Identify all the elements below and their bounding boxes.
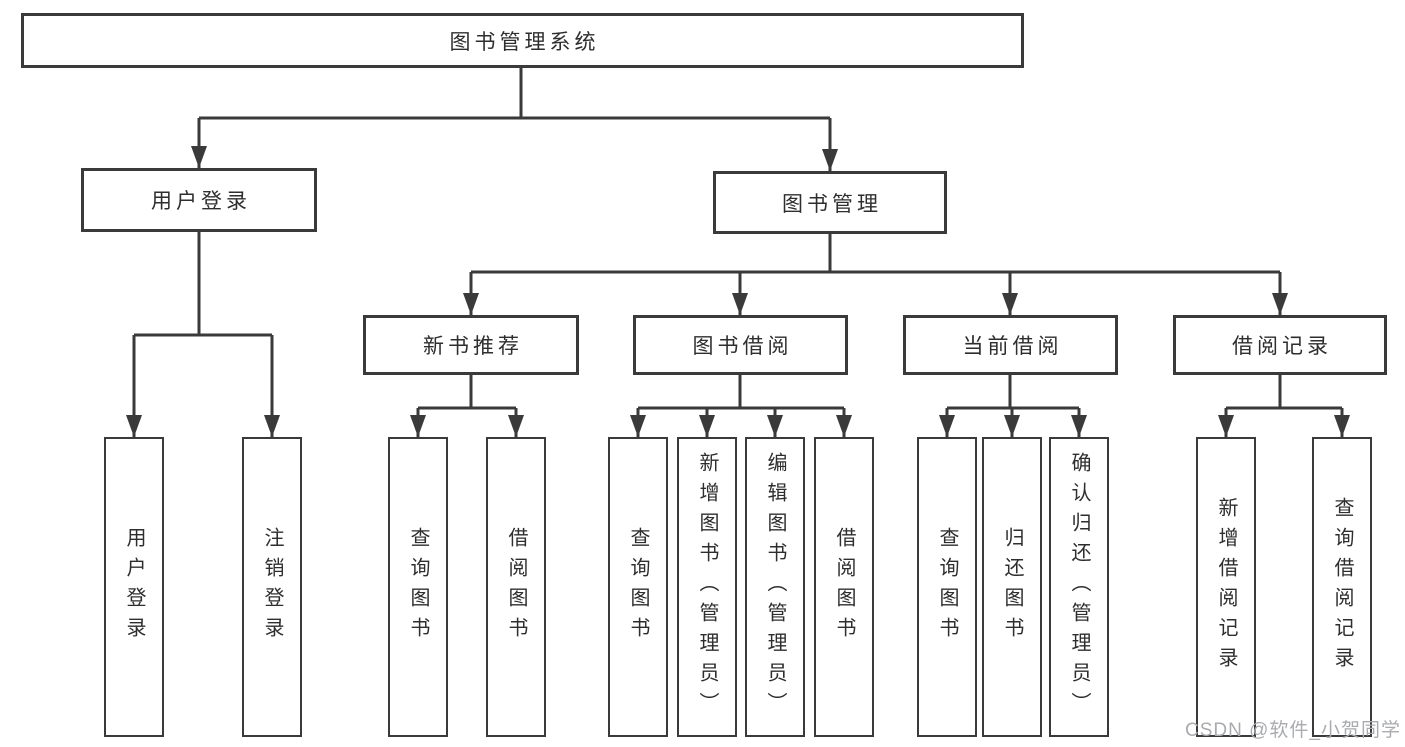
node-label: 归还图书 <box>1001 527 1023 647</box>
leaf-edit-books-admin: 编辑图书（管理员） <box>745 437 805 737</box>
node-label: 查询图书 <box>627 527 649 647</box>
node-label: 查询图书 <box>407 527 429 647</box>
leaf-borrow-books: 借阅图书 <box>814 437 874 737</box>
leaf-return-books: 归还图书 <box>982 437 1042 737</box>
leaf-add-borrow-record: 新增借阅记录 <box>1196 437 1256 737</box>
node-label: 图书管理 <box>782 192 882 216</box>
csdn-watermark: CSDN @软件_小贺同学 <box>1185 720 1401 741</box>
connector-current-borrow-to-children <box>939 375 1087 437</box>
node-book-borrow: 图书借阅 <box>633 315 848 375</box>
leaf-current-query-books: 查询图书 <box>917 437 977 737</box>
leaf-user-login: 用户登录 <box>104 437 164 737</box>
connector-user-login-to-children <box>126 232 280 437</box>
node-new-book-recommend: 新书推荐 <box>363 315 579 375</box>
leaf-recommend-borrow-books: 借阅图书 <box>486 437 546 737</box>
node-label: 新增借阅记录 <box>1215 497 1237 677</box>
node-label: 新书推荐 <box>423 335 523 358</box>
node-label: 确认归还（管理员） <box>1068 452 1090 722</box>
connector-root-to-level2 <box>191 68 838 171</box>
node-label: 新增图书（管理员） <box>696 452 718 722</box>
leaf-recommend-query-books: 查询图书 <box>388 437 448 737</box>
node-label: 编辑图书（管理员） <box>764 452 786 722</box>
node-label: 图书借阅 <box>692 335 793 358</box>
node-label: 注销登录 <box>261 527 283 647</box>
node-label: 借阅图书 <box>505 527 527 647</box>
connector-book-borrow-to-children <box>630 375 852 437</box>
node-label: 查询借阅记录 <box>1331 497 1353 677</box>
node-book-management: 图书管理 <box>713 171 947 234</box>
leaf-confirm-return-admin: 确认归还（管理员） <box>1049 437 1109 737</box>
node-label: 借阅记录 <box>1232 335 1332 358</box>
connector-borrow-records-to-children <box>1218 375 1350 437</box>
leaf-borrow-query-books: 查询图书 <box>608 437 668 737</box>
node-label: 图书管理系统 <box>449 30 600 54</box>
connector-new-book-recommend-to-children <box>410 375 524 437</box>
node-current-borrow: 当前借阅 <box>903 315 1118 375</box>
leaf-add-books-admin: 新增图书（管理员） <box>677 437 737 737</box>
node-label: 用户登录 <box>151 190 251 213</box>
node-label: 用户登录 <box>123 527 145 647</box>
node-label: 当前借阅 <box>962 335 1063 358</box>
node-root-system: 图书管理系统 <box>21 13 1024 68</box>
node-borrow-records: 借阅记录 <box>1173 315 1387 375</box>
leaf-query-borrow-record: 查询借阅记录 <box>1312 437 1372 737</box>
connector-book-management-to-level3 <box>463 234 1288 315</box>
node-label: 借阅图书 <box>833 527 855 647</box>
node-label: 查询图书 <box>936 527 958 647</box>
leaf-logout: 注销登录 <box>242 437 302 737</box>
node-user-login: 用户登录 <box>81 168 317 232</box>
